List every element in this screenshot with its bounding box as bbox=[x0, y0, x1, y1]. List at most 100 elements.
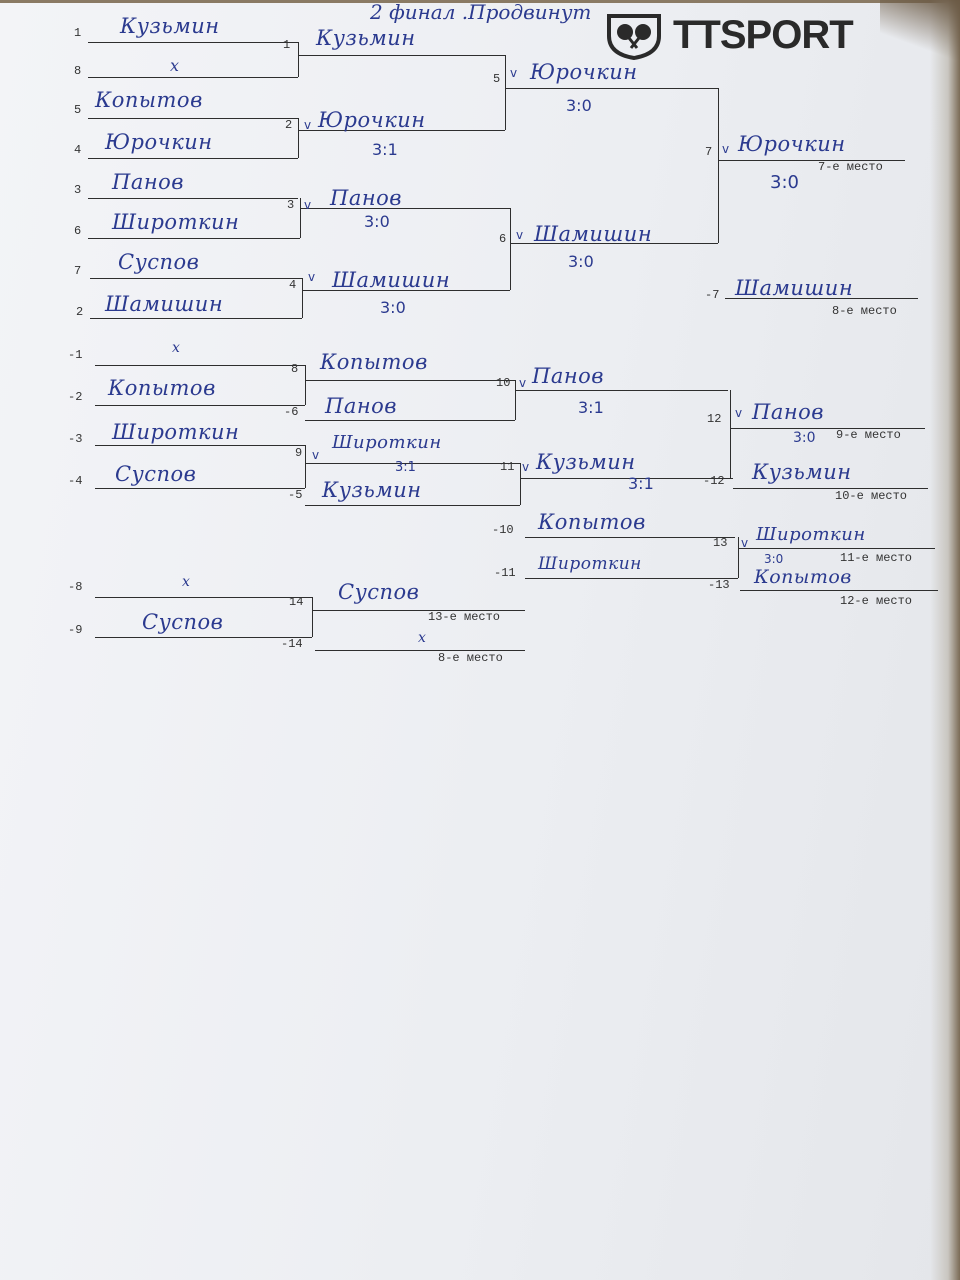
player-name: Широткин bbox=[112, 210, 240, 234]
bracket-connector bbox=[730, 390, 732, 478]
match-winner: Панов bbox=[752, 400, 825, 424]
match-winner: Юрочкин bbox=[318, 108, 426, 132]
player-name: Панов bbox=[112, 170, 185, 194]
match-number: 6 bbox=[499, 232, 507, 246]
table-background bbox=[930, 0, 960, 1280]
place-label: 8-е место bbox=[832, 304, 897, 318]
player-name: Суспов bbox=[142, 610, 224, 634]
bracket-line bbox=[298, 55, 505, 57]
bracket-connector bbox=[300, 198, 302, 238]
loser-label: -14 bbox=[281, 637, 303, 651]
check-mark: v bbox=[516, 228, 524, 242]
match-score: 3:0 bbox=[770, 172, 799, 193]
bracket-line bbox=[88, 42, 298, 44]
bracket-line bbox=[95, 597, 312, 599]
bracket-line bbox=[88, 198, 298, 200]
table-edge bbox=[0, 0, 960, 3]
match-number: 4 bbox=[289, 278, 297, 292]
loser-label: -7 bbox=[705, 288, 720, 302]
bracket-line bbox=[525, 578, 738, 580]
match-winner: Юрочкин bbox=[530, 60, 638, 84]
loser-label: -1 bbox=[68, 348, 83, 362]
check-mark: v bbox=[304, 118, 312, 132]
match-score: 3:1 bbox=[372, 140, 398, 159]
bracket-line bbox=[88, 77, 298, 79]
seed-label: 7 bbox=[74, 264, 82, 278]
match-winner: Широткин bbox=[756, 524, 866, 545]
match-number: 3 bbox=[287, 198, 295, 212]
place-label: 13-е место bbox=[428, 610, 501, 624]
place-label: 9-е место bbox=[836, 428, 901, 442]
bracket-connector bbox=[520, 463, 522, 505]
match-winner: Панов bbox=[330, 186, 403, 210]
match-number: 11 bbox=[500, 460, 515, 474]
bracket-line bbox=[88, 238, 300, 240]
place-label: 8-е место bbox=[438, 651, 503, 665]
player-name: Копытов bbox=[754, 566, 852, 588]
player-name: Кузьмин bbox=[752, 460, 852, 484]
bracket-connector bbox=[302, 278, 304, 318]
bracket-connector bbox=[738, 537, 740, 578]
check-mark: v bbox=[519, 376, 527, 390]
bracket-line bbox=[738, 548, 935, 550]
player-name: Копытов bbox=[108, 376, 216, 400]
check-mark: v bbox=[510, 66, 518, 80]
loser-label: -11 bbox=[494, 566, 516, 580]
seed-label: 5 bbox=[74, 103, 82, 117]
match-winner: Суспов bbox=[338, 580, 420, 604]
check-mark: v bbox=[522, 460, 530, 474]
check-mark: v bbox=[735, 406, 743, 420]
loser-label: -3 bbox=[68, 432, 83, 446]
player-name: Шамишин bbox=[105, 292, 224, 316]
bracket-line bbox=[90, 318, 302, 320]
bracket-line bbox=[305, 463, 520, 465]
bye-mark: x bbox=[172, 340, 181, 356]
player-name: Широткин bbox=[538, 554, 642, 574]
match-winner: Шамишин bbox=[332, 268, 451, 292]
bracket-connector bbox=[718, 88, 720, 243]
player-name: Суспов bbox=[115, 462, 197, 486]
bracket-connector bbox=[515, 380, 517, 420]
bracket-connector bbox=[312, 597, 314, 637]
bracket-connector bbox=[298, 118, 300, 158]
match-winner: Копытов bbox=[320, 350, 428, 374]
bracket-line bbox=[300, 208, 510, 210]
bye-mark: x bbox=[182, 574, 191, 590]
match-number: 5 bbox=[493, 72, 501, 86]
place-label: 12-е место bbox=[840, 594, 913, 608]
match-score: 3:0 bbox=[364, 212, 390, 231]
loser-label: -13 bbox=[708, 578, 730, 592]
bracket-line bbox=[510, 243, 718, 245]
loser-label: -4 bbox=[68, 474, 83, 488]
seed-label: 3 bbox=[74, 183, 82, 197]
bracket-line bbox=[298, 130, 505, 132]
bracket-line bbox=[312, 610, 525, 612]
player-name: Панов bbox=[325, 394, 398, 418]
player-name: Шамишин bbox=[735, 276, 854, 300]
bracket-connector bbox=[505, 55, 507, 130]
bracket-line bbox=[730, 428, 925, 430]
check-mark: v bbox=[722, 142, 730, 156]
seed-label: 2 bbox=[76, 305, 84, 319]
match-number: 14 bbox=[289, 595, 304, 609]
match-winner: Панов bbox=[532, 364, 605, 388]
seed-label: 1 bbox=[74, 26, 82, 40]
bye-mark: x bbox=[170, 56, 180, 75]
bracket-line bbox=[88, 158, 298, 160]
player-name: Широткин bbox=[112, 420, 240, 444]
seed-label: 4 bbox=[74, 143, 82, 157]
bracket-line bbox=[305, 505, 520, 507]
bracket-line bbox=[302, 290, 510, 292]
match-winner: Широткин bbox=[332, 432, 442, 453]
bracket-line bbox=[90, 278, 302, 280]
match-score: 3:0 bbox=[568, 252, 594, 271]
match-number: 9 bbox=[295, 446, 303, 460]
bracket-line bbox=[88, 118, 298, 120]
bye-mark: x bbox=[418, 630, 427, 646]
player-name: Суспов bbox=[118, 250, 200, 274]
match-score: 3:0 bbox=[764, 552, 784, 566]
table-background-corner bbox=[880, 0, 960, 60]
match-score: 3:0 bbox=[380, 298, 406, 317]
match-score: 3:0 bbox=[793, 430, 816, 446]
bracket-connector bbox=[298, 42, 300, 77]
